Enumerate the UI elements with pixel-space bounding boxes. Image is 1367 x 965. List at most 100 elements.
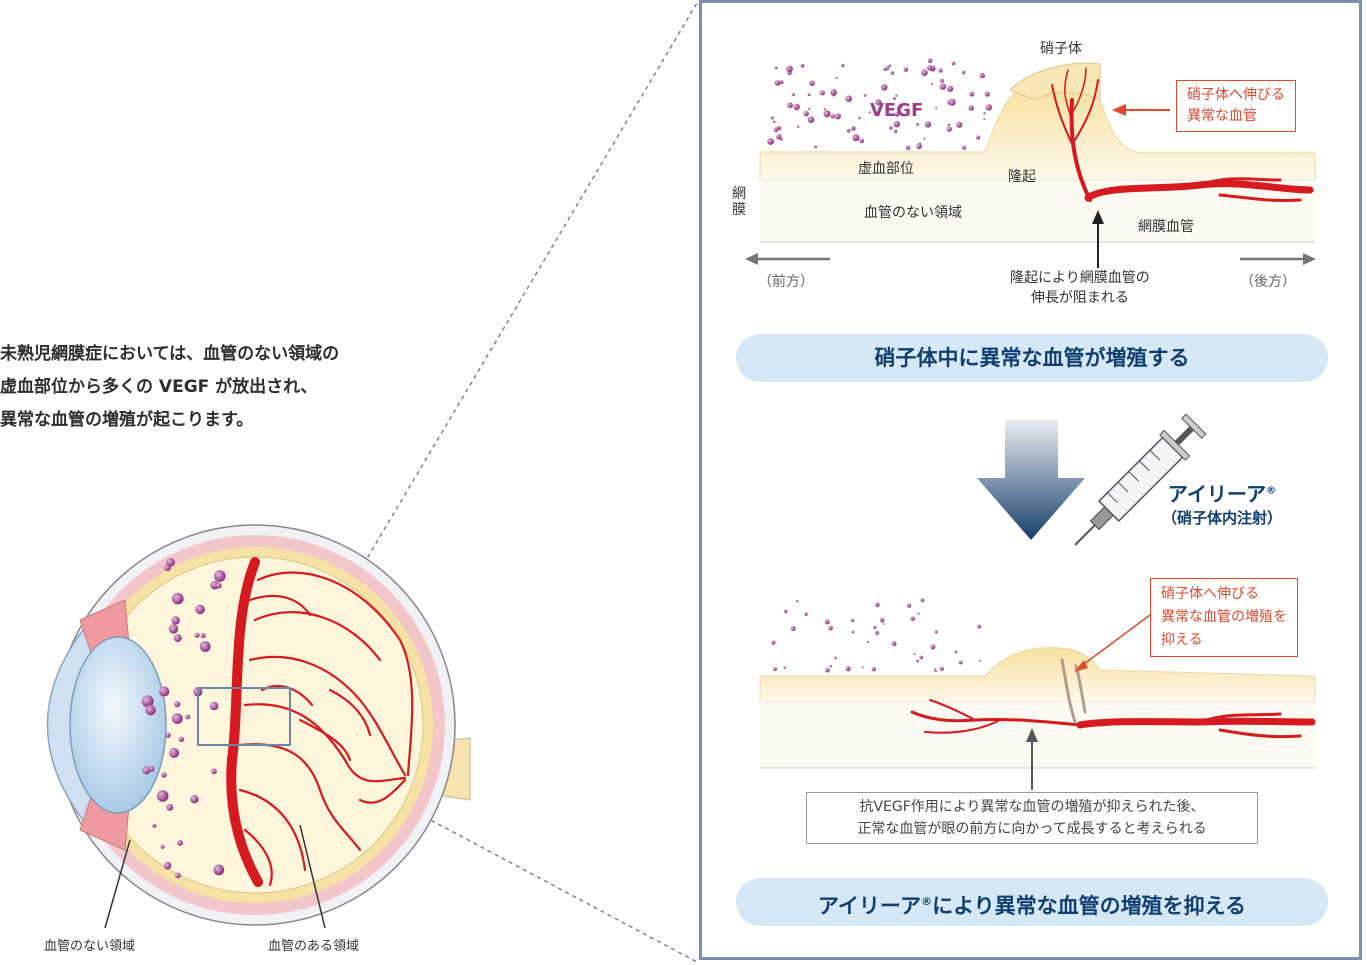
vegf-dot xyxy=(845,95,852,102)
vegf-dot xyxy=(165,732,171,738)
vegf-dot xyxy=(824,619,830,625)
vegf-dot xyxy=(793,103,800,111)
vegf-dot xyxy=(940,78,944,83)
vegf-dot xyxy=(903,67,909,72)
drug-route: （硝子体内注射） xyxy=(1162,509,1283,527)
vegf-dot xyxy=(211,768,217,775)
vegf-dot xyxy=(983,112,986,115)
vegf-dot xyxy=(834,113,841,120)
vegf-dot xyxy=(927,58,933,64)
vegf-dot xyxy=(791,93,795,96)
vegf-dot xyxy=(907,603,912,608)
vegf-dot xyxy=(866,640,870,644)
vegf-dot xyxy=(804,612,808,616)
vegf-dot xyxy=(783,609,788,614)
vegf-dot xyxy=(891,641,897,647)
ridge-note-line-2: 伸長が阻まれる xyxy=(1030,290,1129,306)
label-back: （後方） xyxy=(1240,274,1296,290)
vegf-dot xyxy=(939,666,944,671)
label-vascular-area: 血管のある領域 xyxy=(268,939,360,954)
drug-name: アイリーア xyxy=(1167,482,1267,506)
vegf-dot xyxy=(861,666,864,669)
vegf-dot xyxy=(852,134,860,142)
summary-pill-bottom: アイリーア®により異常な血管の増殖を抑える xyxy=(736,878,1328,926)
vegf-dot xyxy=(194,632,200,638)
summary-pill-top: 硝子体中に異常な血管が増殖する xyxy=(736,334,1328,382)
vegf-dot xyxy=(851,126,856,131)
ridge-note-line-1: 隆起により網膜血管の xyxy=(1010,270,1150,286)
vegf-dot xyxy=(979,659,982,662)
vegf-dot xyxy=(160,844,165,849)
vegf-dot xyxy=(850,618,855,623)
callout-suppress: 硝子体へ伸びる 異常な血管の増殖を 抑える xyxy=(1150,578,1298,657)
vegf-dot xyxy=(790,626,796,631)
vegf-dot xyxy=(148,766,155,772)
vegf-dot xyxy=(800,63,805,68)
vegf-dot xyxy=(809,80,815,87)
vegf-dot xyxy=(858,116,861,120)
vegf-dot xyxy=(951,61,956,66)
vegf-dot xyxy=(845,666,851,672)
label-vegf: VEGF xyxy=(870,100,924,121)
vegf-dot xyxy=(159,686,170,697)
anti-vegf-note-line-1: 抗VEGF作用により異常な血管の増殖が抑えられた後、 xyxy=(859,799,1205,815)
vegf-dot xyxy=(830,114,835,119)
vegf-dot xyxy=(881,84,888,91)
vegf-dot xyxy=(779,80,784,85)
intro-line-1: 未熟児網膜症においては、血管のない領域の xyxy=(0,344,340,364)
label-ridge: 隆起 xyxy=(1008,169,1036,185)
intro-line-3: 異常な血管の増殖が起こります。 xyxy=(0,410,254,430)
vegf-dot xyxy=(916,659,919,663)
label-vitreous: 硝子体 xyxy=(1040,41,1082,57)
vegf-dot xyxy=(924,121,932,128)
vegf-dot xyxy=(807,116,815,123)
vegf-dot xyxy=(873,625,877,630)
vegf-dot xyxy=(797,125,800,128)
vegf-dot xyxy=(885,66,889,71)
vegf-dot xyxy=(962,145,966,150)
vegf-dot xyxy=(773,667,777,671)
vegf-dot xyxy=(892,97,896,100)
vegf-dot xyxy=(889,126,893,130)
callout-abnormal-line-2: 異常な血管 xyxy=(1187,108,1257,124)
label-ischemic-area: 虚血部位 xyxy=(858,161,914,177)
vegf-dot xyxy=(209,701,219,711)
vegf-dot xyxy=(893,121,900,128)
callout-suppress-line-1: 硝子体へ伸びる xyxy=(1161,586,1259,602)
vegf-dot xyxy=(163,861,172,870)
vegf-dot xyxy=(767,138,774,145)
vegf-dot xyxy=(152,823,157,828)
vegf-dot xyxy=(823,108,826,111)
vegf-dot xyxy=(916,143,922,150)
vegf-dot xyxy=(954,650,958,654)
label-avascular-area: 血管のない領域 xyxy=(44,939,136,954)
bottom-retina-diagram xyxy=(759,598,1316,790)
vegf-dot xyxy=(935,107,938,110)
vegf-dot xyxy=(875,602,880,608)
vegf-dot xyxy=(875,630,879,635)
vegf-dot xyxy=(923,137,926,140)
vegf-dot xyxy=(774,80,781,86)
vegf-dot xyxy=(185,714,191,720)
vegf-dot xyxy=(161,772,167,778)
vegf-dot xyxy=(803,110,809,117)
vegf-dot xyxy=(895,94,898,97)
vegf-dot xyxy=(894,112,900,117)
callout-suppress-line-3: 抑える xyxy=(1161,632,1203,648)
vegf-dot xyxy=(934,630,938,634)
label-retina: 網膜 xyxy=(732,186,746,218)
anti-vegf-note-line-2: 正常な血管が眼の前方に向かって成長すると考えられる xyxy=(857,821,1207,837)
intro-line-2: 虚血部位から多くの VEGF が放出され、 xyxy=(0,377,318,397)
vegf-dot xyxy=(773,127,779,133)
vegf-dot xyxy=(905,145,911,150)
vegf-dot xyxy=(823,110,831,118)
vegf-dot xyxy=(938,68,943,73)
label-front: （前方） xyxy=(758,274,814,290)
anti-vegf-note: 抗VEGF作用により異常な血管の増殖が抑えられた後、 正常な血管が眼の前方に向か… xyxy=(806,792,1258,844)
vegf-dot xyxy=(916,122,920,126)
vegf-dot xyxy=(888,64,892,68)
vegf-dot xyxy=(175,872,181,879)
vegf-dot xyxy=(875,99,882,106)
vegf-dot xyxy=(946,126,952,132)
